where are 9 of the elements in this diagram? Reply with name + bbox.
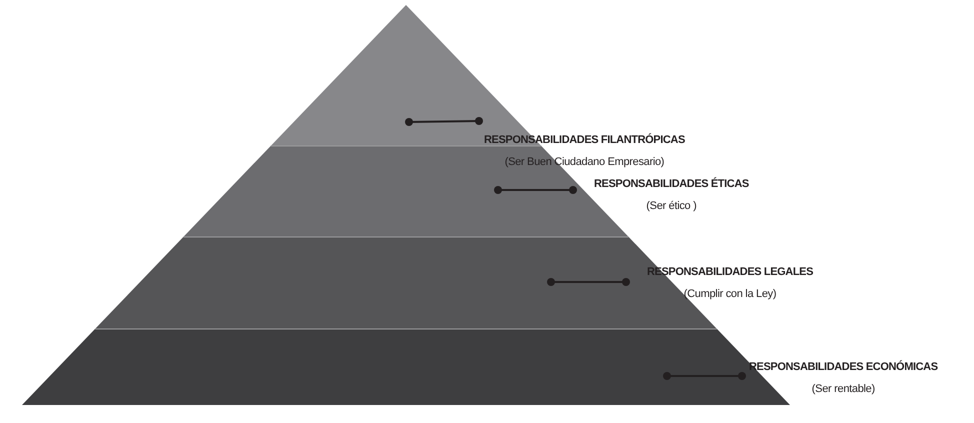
level-description: (Ser ético ): [646, 200, 696, 212]
leader-line: [405, 117, 483, 126]
level-title: RESPONSABILIDADES FILANTRÓPICAS: [484, 134, 685, 146]
level-description: (Cumplir con la Ley): [684, 288, 776, 300]
leader-line: [494, 186, 577, 194]
level-title: RESPONSABILIDADES ÉTICAS: [594, 178, 749, 190]
level-description: (Ser rentable): [812, 383, 875, 395]
leader-line: [663, 372, 746, 380]
leader-line: [547, 278, 630, 286]
